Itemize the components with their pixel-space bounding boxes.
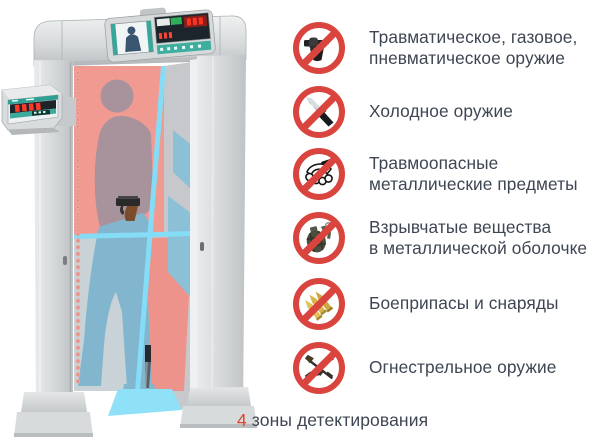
concealed-handgun — [116, 196, 140, 221]
gate-left-base — [14, 392, 93, 437]
prohibited-item: Холодное оружие — [293, 86, 513, 138]
prohibited-item-label: Огнестрельное оружие — [369, 357, 557, 378]
prohibition-ring — [293, 86, 345, 138]
prohibited-item-label: Холодное оружие — [369, 101, 513, 122]
prohibition-ring — [293, 278, 345, 330]
prohibited-item: Травматическое, газовое, пневматическое … — [293, 22, 577, 74]
prohibited-item-label: Травмоопасные металлические предметы — [369, 152, 578, 195]
gate-right-post-edge — [190, 59, 197, 418]
alarm-display — [153, 12, 211, 44]
zones-count: 4 — [237, 410, 247, 430]
prohibited-item-label: Боеприпасы и снаряды — [369, 293, 559, 314]
silhouette-legs — [78, 213, 152, 388]
zone-dividers — [74, 66, 196, 416]
no-sign — [293, 148, 345, 200]
prohibited-item-label: Травматическое, газовое, пневматическое … — [369, 26, 578, 69]
gate-right-post — [197, 55, 246, 418]
prohibited-item-label: Взрывчатые вещества в металлической обол… — [369, 216, 588, 259]
floor-marker — [108, 389, 182, 416]
no-sign — [293, 278, 345, 330]
gate-right-base — [180, 387, 257, 428]
no-sign — [293, 86, 345, 138]
silhouette-torso — [94, 115, 154, 227]
prohibited-item: Травмоопасные металлические предметы — [293, 148, 578, 200]
no-sign — [293, 342, 345, 394]
zones-text: зоны детектирования — [246, 410, 429, 430]
prohibited-item: Огнестрельное оружие — [293, 342, 556, 394]
prohibition-ring — [293, 342, 345, 394]
detection-zones-caption: 4 зоны детектирования — [237, 410, 428, 431]
prohibited-item: Взрывчатые вещества в металлической обол… — [293, 212, 587, 264]
button-strip — [156, 40, 212, 55]
horizontal-divider — [74, 231, 196, 239]
body-scan-screen — [110, 20, 154, 56]
metal-detector-illustration — [1, 7, 257, 437]
silhouette-head — [100, 79, 134, 113]
no-sign — [293, 212, 345, 264]
gate-left-post — [34, 60, 73, 422]
control-panel-side — [1, 84, 76, 135]
concealed-knife — [145, 345, 151, 388]
control-panel-top — [104, 7, 216, 63]
prohibited-item: Боеприпасы и снаряды — [293, 278, 559, 330]
no-sign — [293, 22, 345, 74]
vertical-divider — [135, 66, 166, 391]
